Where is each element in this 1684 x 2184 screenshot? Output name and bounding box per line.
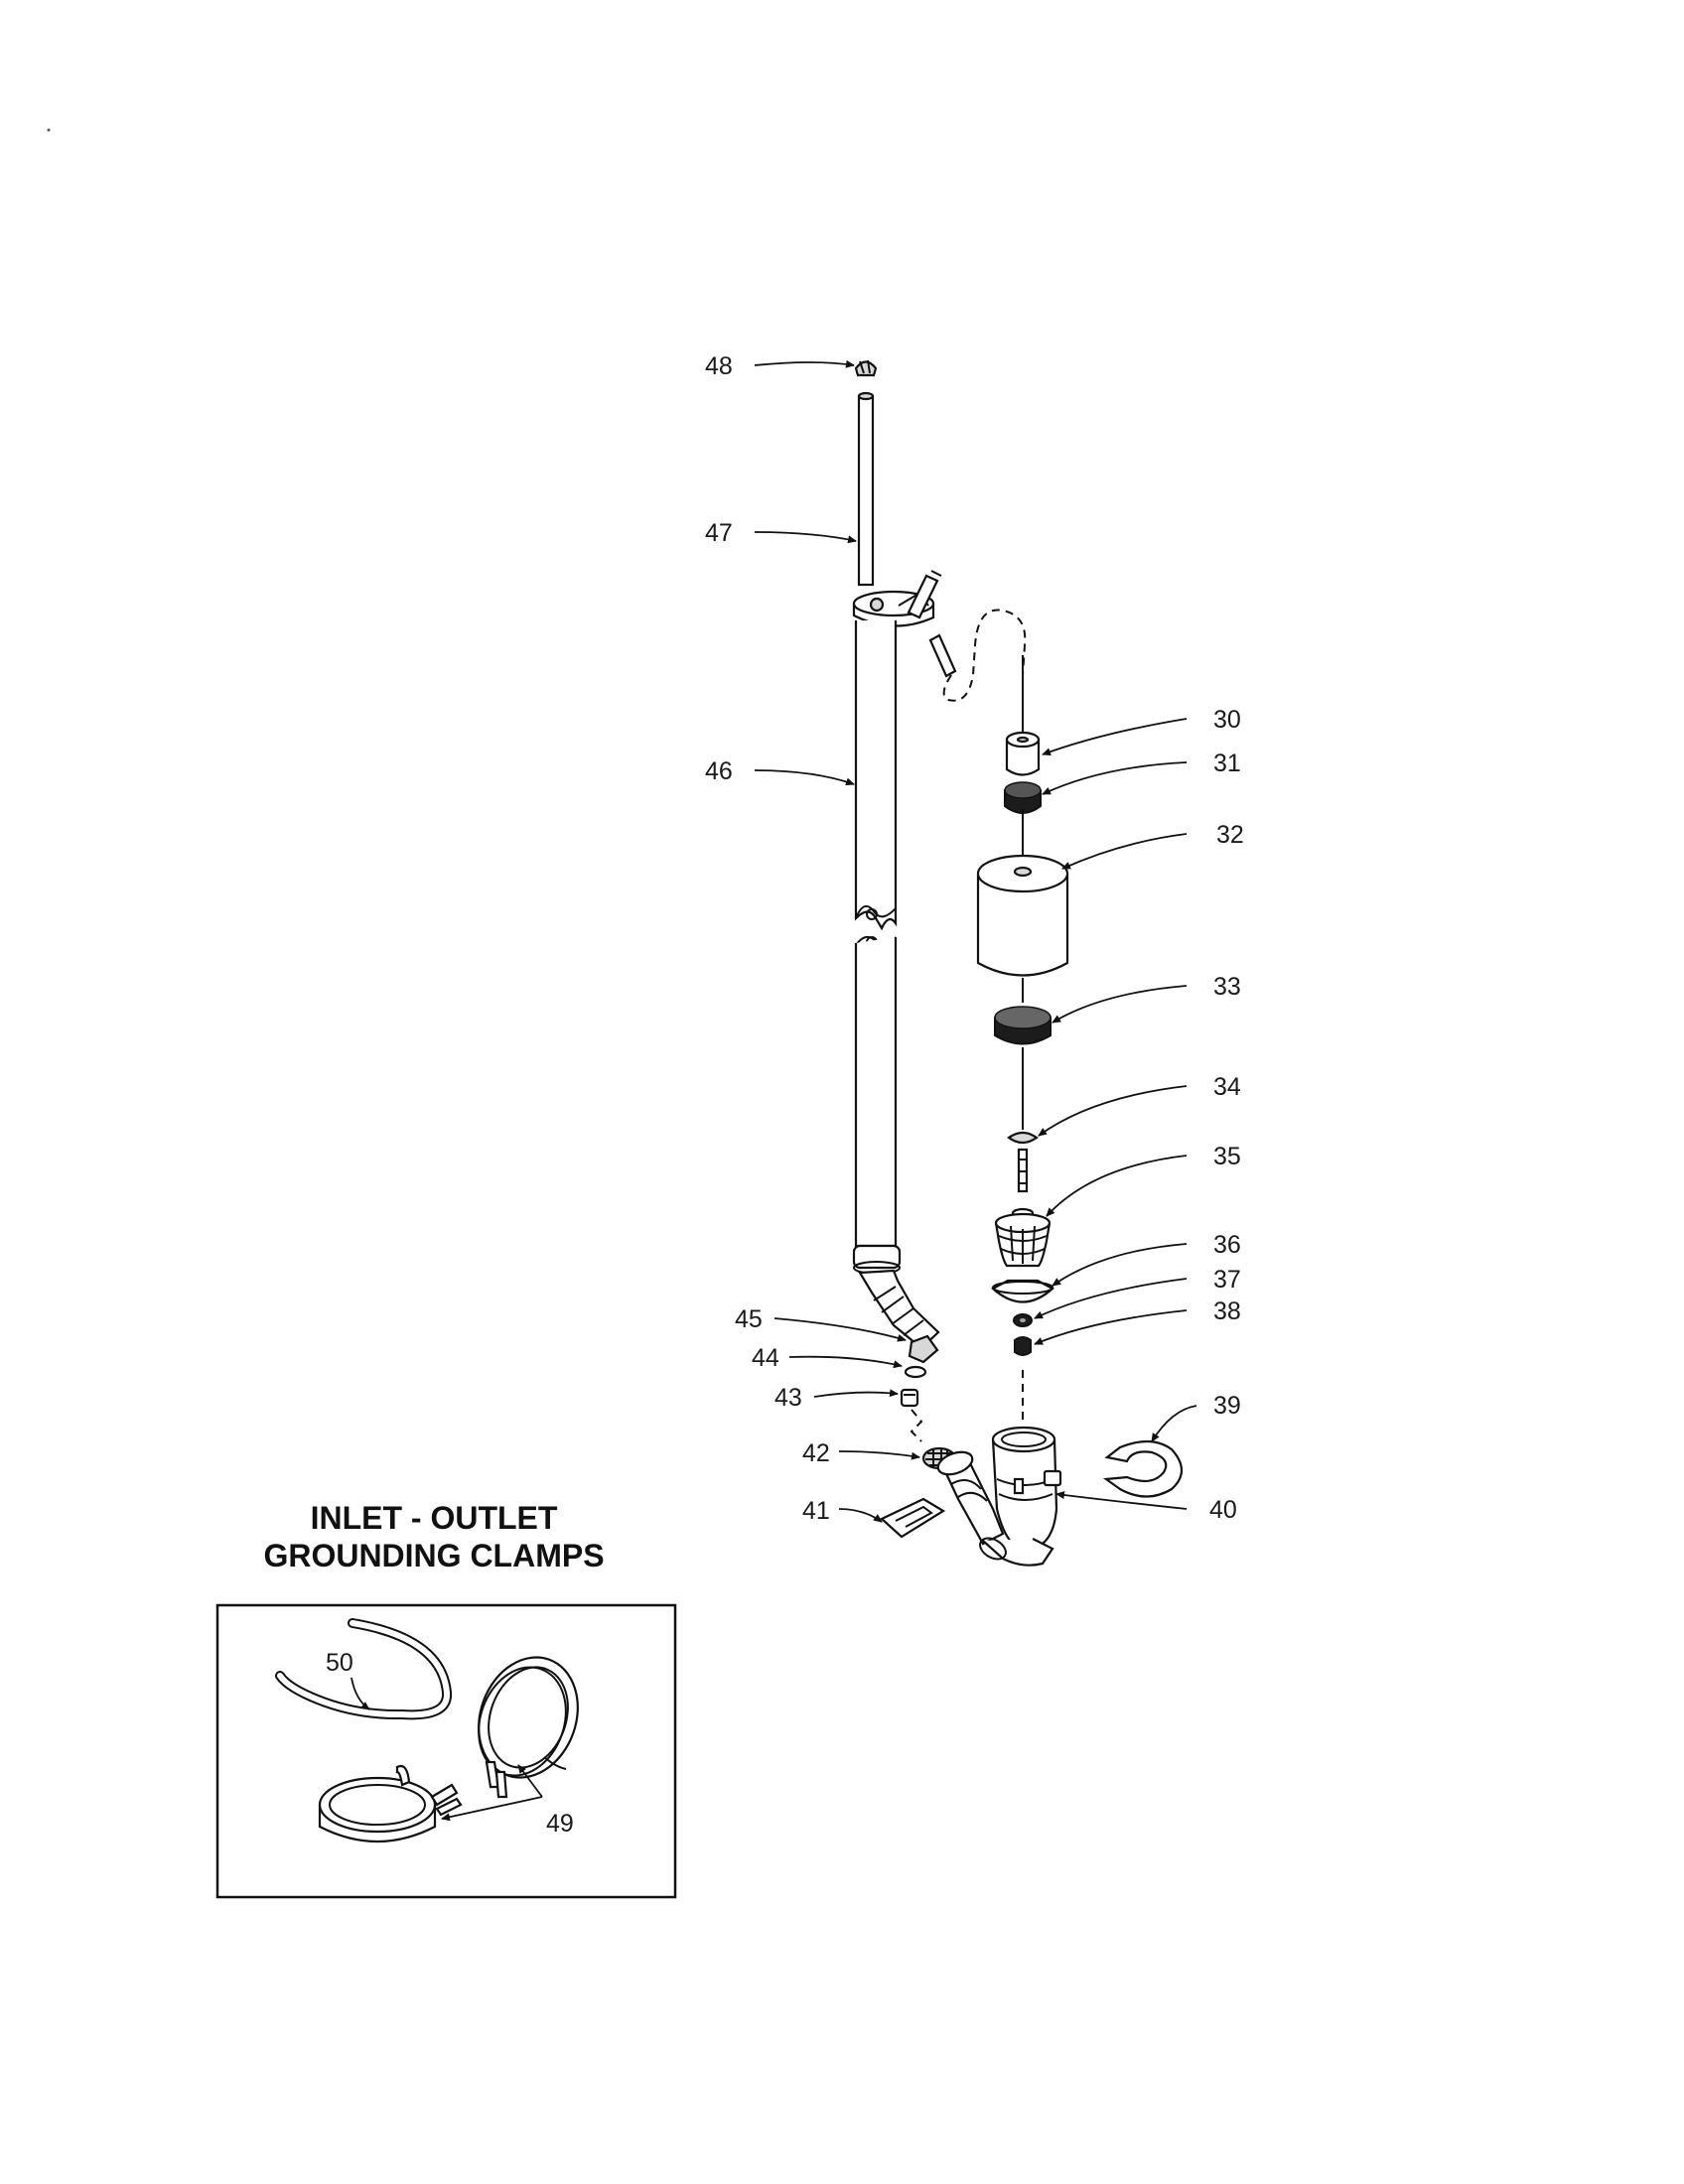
leader-37 — [1034, 1278, 1188, 1319]
callout-43: 43 — [774, 1384, 802, 1412]
stray-dot — [47, 128, 51, 132]
leader-32 — [1061, 833, 1188, 870]
callout-31: 31 — [1213, 750, 1241, 777]
part-47-rod — [857, 391, 875, 587]
dashed-wire-loop — [942, 609, 1027, 702]
leader-33 — [1052, 985, 1188, 1024]
leader-46 — [754, 769, 855, 786]
callout-49: 49 — [546, 1810, 574, 1838]
leader-43 — [813, 1389, 899, 1398]
part-38-nut — [1014, 1336, 1032, 1356]
callout-36: 36 — [1213, 1231, 1241, 1259]
leader-50 — [351, 1677, 370, 1710]
part-34-valve-stem — [1007, 1131, 1039, 1193]
leader-45 — [773, 1317, 907, 1342]
callout-40: 40 — [1209, 1496, 1237, 1524]
callout-38: 38 — [1213, 1297, 1241, 1325]
leader-48 — [754, 359, 855, 368]
leader-47 — [754, 531, 857, 544]
leader-49-a — [441, 1796, 543, 1822]
part-37-washer — [1013, 1313, 1033, 1327]
callout-32: 32 — [1216, 821, 1244, 849]
leader-36 — [1052, 1243, 1188, 1287]
part-43-fitting — [900, 1388, 919, 1408]
part-39-retaining-clip — [1102, 1439, 1184, 1498]
callout-39: 39 — [1213, 1392, 1241, 1420]
leader-42 — [838, 1450, 920, 1460]
part-49-clamp-flat — [318, 1764, 463, 1843]
callout-30: 30 — [1213, 706, 1241, 734]
leader-31 — [1042, 761, 1188, 795]
leader-35 — [1046, 1155, 1188, 1217]
part-36-diaphragm — [991, 1279, 1054, 1303]
leader-44 — [788, 1355, 903, 1369]
callout-34: 34 — [1213, 1073, 1241, 1101]
part-41-clip — [880, 1497, 946, 1539]
callout-50: 50 — [326, 1649, 353, 1677]
part-33-float-collar — [994, 1006, 1052, 1130]
part-35-valve-body — [994, 1207, 1052, 1268]
callout-46: 46 — [705, 757, 733, 785]
part-30-float-top — [1005, 655, 1041, 776]
inset-title-line2: GROUNDING CLAMPS — [263, 1538, 604, 1573]
part-46-standpipe — [852, 570, 957, 1350]
leader-39 — [1151, 1405, 1197, 1442]
callout-33: 33 — [1213, 973, 1241, 1001]
leader-34 — [1038, 1085, 1188, 1137]
leader-41 — [838, 1508, 883, 1523]
callout-47: 47 — [705, 519, 733, 547]
inset-frame — [215, 1603, 677, 1899]
leader-38 — [1034, 1309, 1188, 1345]
callout-45: 45 — [735, 1305, 763, 1333]
callout-44: 44 — [752, 1344, 779, 1372]
part-49-clamp-upright — [478, 1656, 579, 1799]
leader-30 — [1042, 718, 1188, 756]
inset-title-line1: INLET - OUTLET — [311, 1500, 558, 1536]
callout-35: 35 — [1213, 1143, 1241, 1170]
part-45-nut — [908, 1334, 939, 1364]
part-48-cap — [854, 359, 878, 377]
callout-41: 41 — [802, 1497, 830, 1525]
leader-49-b — [517, 1764, 543, 1798]
part-32-float — [976, 854, 1069, 1003]
leader-40 — [1055, 1491, 1188, 1510]
dashed-link-43-42 — [910, 1409, 923, 1442]
part-40-valve-housing — [936, 1426, 1062, 1567]
part-44-ring — [904, 1365, 927, 1379]
part-50-ground-wire — [275, 1618, 453, 1720]
callout-48: 48 — [705, 352, 733, 380]
part-31-grommet — [1004, 781, 1042, 859]
callout-42: 42 — [802, 1439, 830, 1467]
callout-37: 37 — [1213, 1266, 1241, 1294]
